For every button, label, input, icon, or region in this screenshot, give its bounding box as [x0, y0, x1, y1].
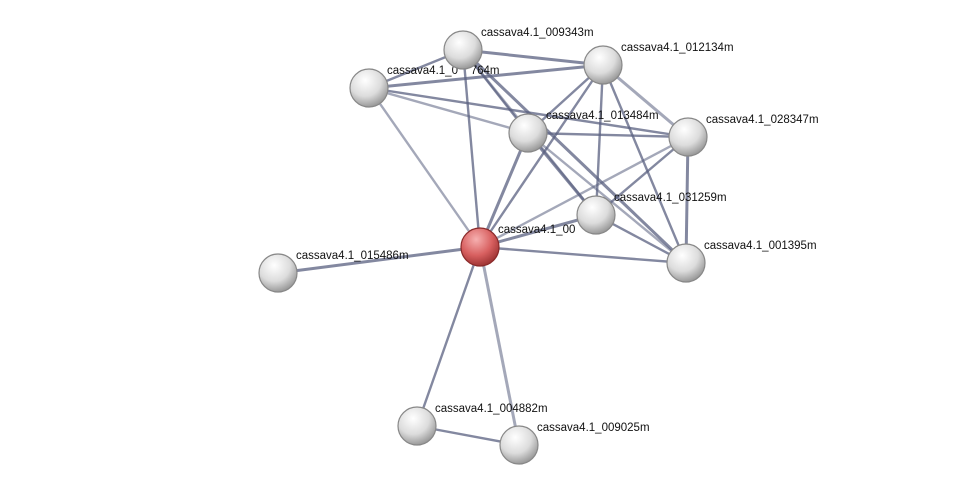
node-n031259[interactable] — [576, 195, 616, 235]
node-label: cassava4.1_013484m — [546, 110, 659, 122]
node-label: cassava4.1_028347m — [706, 114, 819, 126]
node-n764[interactable] — [349, 68, 389, 108]
node-label: cassava4.1_031259m — [614, 192, 727, 204]
node-label: cassava4.1_009343m — [481, 27, 594, 39]
node-n004882[interactable] — [397, 406, 437, 446]
edge-n764-n013484[interactable] — [368, 86, 529, 135]
edge-center-n028347[interactable] — [479, 135, 689, 249]
edge-n012134-n001395[interactable] — [601, 64, 688, 264]
node-n009343[interactable] — [443, 30, 483, 70]
edge-center-n013484[interactable] — [478, 132, 530, 248]
node-label: cassava4.1_001395m — [704, 240, 817, 252]
node-n013484[interactable] — [508, 113, 548, 153]
node-label: cassava4.1_0 764m — [387, 65, 500, 77]
edge-center-n015486[interactable] — [277, 245, 481, 275]
node-center[interactable] — [460, 227, 500, 267]
edge-n764-n012134[interactable] — [368, 63, 604, 90]
edge-n009343-n001395[interactable] — [461, 48, 688, 265]
node-label: cassava4.1_012134m — [621, 42, 734, 54]
edge-n028347-n031259[interactable] — [595, 136, 689, 216]
edge-n013484-n028347[interactable] — [527, 131, 689, 139]
node-label: cassava4.1_015486m — [296, 250, 409, 262]
edge-center-n001395[interactable] — [479, 245, 687, 265]
edge-center-n009025[interactable] — [478, 246, 521, 446]
node-n028347[interactable] — [668, 117, 708, 157]
edge-n009343-n012134[interactable] — [462, 48, 604, 67]
edge-n028347-n001395[interactable] — [684, 136, 690, 264]
edge-center-n009343[interactable] — [461, 49, 482, 248]
edge-center-n004882[interactable] — [415, 246, 482, 427]
node-n001395[interactable] — [666, 243, 706, 283]
edge-center-n764[interactable] — [368, 87, 481, 248]
node-n015486[interactable] — [258, 253, 298, 293]
node-label: cassava4.1_00 — [498, 224, 575, 236]
edge-center-n012134[interactable] — [479, 64, 604, 248]
node-n009025[interactable] — [499, 425, 539, 465]
node-n012134[interactable] — [583, 45, 623, 85]
edge-center-n031259[interactable] — [479, 213, 597, 249]
node-label: cassava4.1_009025m — [537, 422, 650, 434]
edge-n013484-n001395[interactable] — [527, 132, 687, 264]
node-label: cassava4.1_004882m — [435, 403, 548, 415]
